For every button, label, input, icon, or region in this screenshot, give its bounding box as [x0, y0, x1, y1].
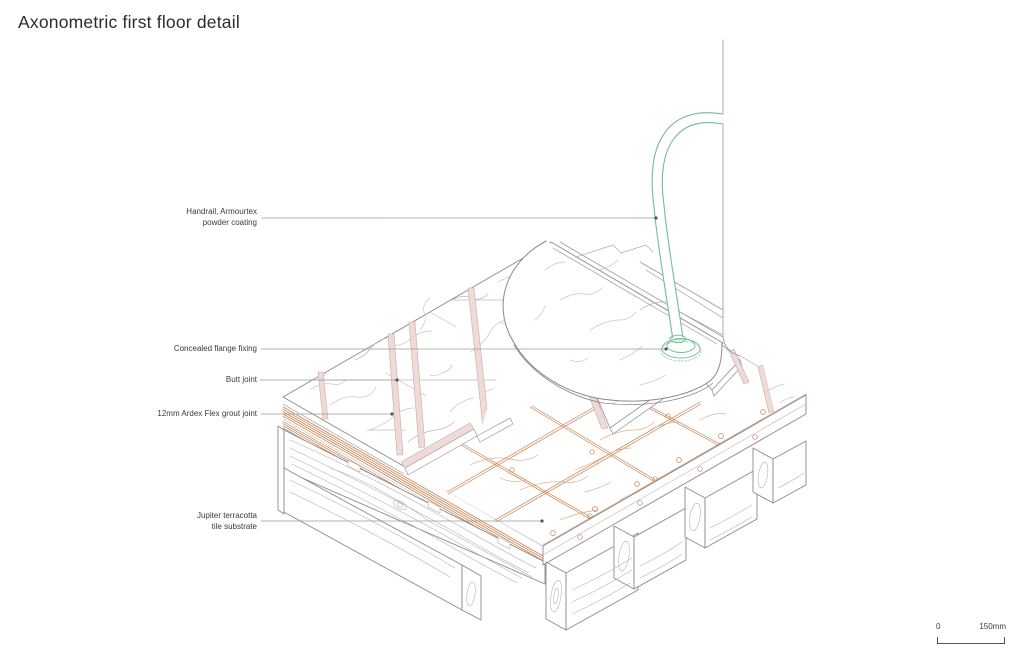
grout-joints: [317, 287, 490, 456]
scale-bar: 0 150mm: [936, 622, 1006, 648]
annotation-butt-joint: Butt joint: [226, 374, 257, 385]
annotation-butt-joint-label: Butt joint: [225, 375, 257, 384]
timber-joists: [277, 394, 807, 631]
leader-lines: [259, 216, 668, 523]
scale-max-label: 150mm: [979, 622, 1006, 631]
step-edges: [552, 241, 724, 345]
annotation-substrate-line1: Jupiter terracotta: [196, 511, 257, 520]
flange-fixing: [658, 334, 704, 362]
scale-zero-label: 0: [936, 622, 941, 631]
annotation-grout-joint-label: 12mm Ardex Flex grout joint: [157, 409, 257, 418]
annotation-flange: Concealed flange fixing: [174, 343, 257, 354]
terracotta-substrate: [404, 341, 807, 546]
annotation-handrail-line2: powder coating: [202, 218, 257, 227]
annotation-handrail: Handrail, Armourtex powder coating: [186, 206, 257, 228]
leader-handrail: [261, 216, 658, 220]
leader-flange: [260, 347, 668, 351]
annotation-flange-label: Concealed flange fixing: [173, 344, 257, 353]
circular-tile: [502, 240, 723, 405]
handrail: [651, 112, 729, 346]
balustrade-wall-line: [722, 39, 741, 357]
annotation-substrate: Jupiter terracotta tile substrate: [197, 510, 257, 532]
annotation-substrate-line2: tile substrate: [211, 522, 257, 531]
annotation-grout-joint: 12mm Ardex Flex grout joint: [157, 408, 257, 419]
leader-substrate: [260, 519, 544, 523]
scale-bracket: [937, 637, 1005, 644]
page-title: Axonometric first floor detail: [18, 12, 240, 32]
annotation-handrail-line1: Handrail, Armourtex: [186, 207, 257, 216]
leader-butt-joint: [259, 378, 399, 382]
leader-grout-joint: [260, 412, 394, 416]
